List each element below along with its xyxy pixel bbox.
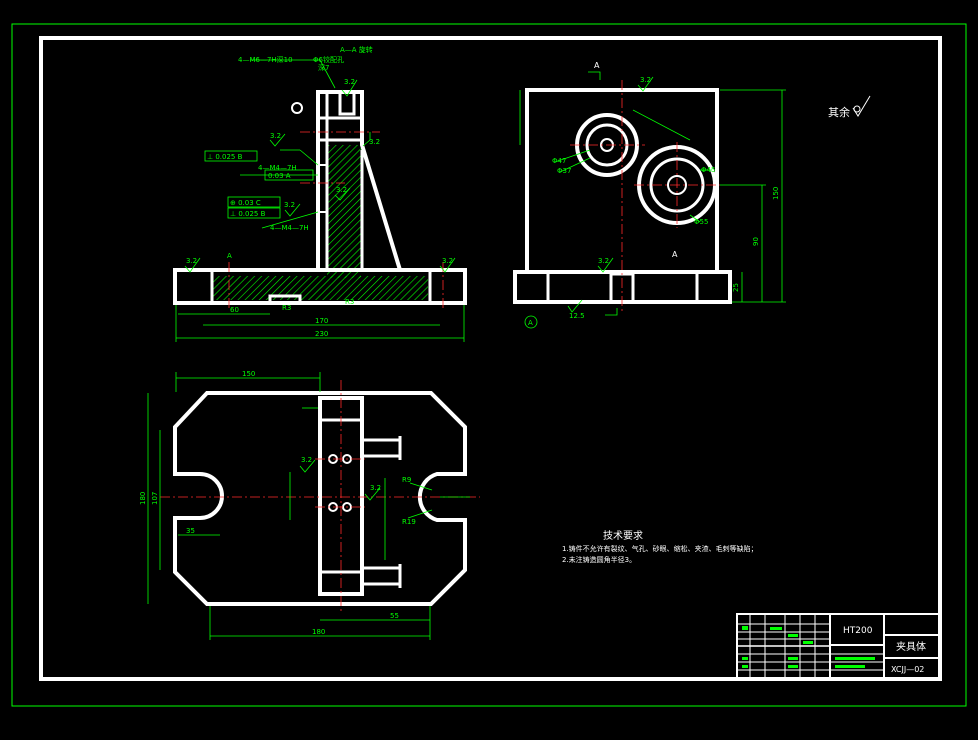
dia-45: Φ45: [701, 166, 715, 174]
tech-title: 技术要求: [603, 529, 643, 542]
inner-border: [39, 36, 942, 681]
callout-depth: 深7: [318, 63, 329, 72]
dim-230: 230: [315, 330, 328, 338]
plan-view: 150 180 55 180 107 35 R9 R19 3.2 3.2: [139, 370, 480, 640]
callout-bore-note: Φ6铰配孔: [313, 55, 344, 64]
fillet-r3b: R3: [345, 298, 354, 306]
surface-note: 其余: [828, 105, 850, 119]
roughness-label: 3.2: [344, 78, 355, 86]
title-block: HT200 夹具体 XCJJ—02: [736, 613, 941, 680]
callout-thread-low: 4—M4—7H: [270, 224, 309, 232]
datum-circle-label: A: [528, 319, 533, 327]
tolerance-frame-2: 0.03 A: [268, 172, 291, 180]
tech-item-1: 1.铸件不允许有裂纹、气孔、砂眼、缩松、夹渣、毛刺等缺陷；: [562, 544, 758, 553]
tech-requirements: 技术要求 1.铸件不允许有裂纹、气孔、砂眼、缩松、夹渣、毛刺等缺陷； 2.未注铸…: [562, 529, 758, 564]
datum-a-label: A: [227, 252, 232, 260]
rough-top: 3.2: [640, 76, 651, 84]
dim-top: 150: [242, 370, 255, 378]
tolerance-frame-1: ⊥ 0.025 B: [207, 153, 243, 161]
roughness-label: 3.2: [270, 132, 281, 140]
section-mark-top: A: [594, 61, 600, 70]
rough-base: 12.5: [569, 312, 585, 320]
dia-37: Φ37: [557, 167, 571, 175]
dim-base: 25: [732, 283, 740, 292]
front-view: A—A 旋转 4—M6—7H深10 Φ6铰配孔 深7 4—M4—7H 4—M4—…: [173, 45, 467, 342]
roughness-label: 3.2: [284, 201, 295, 209]
fillet-r3: R3: [282, 304, 291, 312]
dim-left-b: 107: [151, 492, 159, 505]
tolerance-frame-3: ⊕ 0.03 C: [230, 199, 261, 207]
dim-height: 150: [772, 187, 780, 200]
dim-170: 170: [315, 317, 328, 325]
tech-item-2: 2.未注铸造圆角半径3。: [562, 555, 636, 564]
tolerance-frame-4: ⊥ 0.025 B: [230, 210, 266, 218]
dim-mid: 90: [752, 237, 760, 246]
section-mark-bottom: A: [672, 250, 678, 259]
dim-bottom: 180: [312, 628, 325, 636]
rough-bottom: 3.2: [598, 257, 609, 265]
roughness-circle: [853, 105, 861, 113]
section-title: A—A 旋转: [340, 45, 373, 54]
dim-slot: 35: [186, 527, 195, 535]
rough-mid: 3.2: [301, 456, 312, 464]
dia-47: Φ47: [552, 157, 566, 165]
dim-left-a: 180: [139, 492, 147, 505]
roughness-label: 3.2: [336, 186, 347, 194]
fillet-r19: R19: [402, 518, 416, 526]
roughness-label: 3.2: [369, 138, 380, 146]
roughness-label: 3.2: [186, 257, 197, 265]
callout-thread-mid: 4—M4—7H: [258, 164, 297, 172]
material-label: HT200: [843, 626, 873, 636]
outer-border: [11, 23, 967, 707]
drawing-no-label: XCJJ—02: [891, 665, 924, 674]
dia-55: Φ55: [694, 218, 708, 226]
callout-thread-top: 4—M6—7H深10: [238, 55, 293, 64]
fillet-r9: R9: [402, 476, 411, 484]
roughness-label: 3.2: [442, 257, 453, 265]
side-view: A A 3.2 3.2 12.5 Φ47 Φ37 Φ45 Φ55 A 150 9…: [513, 61, 786, 329]
part-name-label: 夹具体: [896, 640, 926, 653]
dim-right: 55: [390, 612, 399, 620]
rough-right: 3.2: [370, 484, 381, 492]
dim-60: 60: [230, 306, 239, 314]
